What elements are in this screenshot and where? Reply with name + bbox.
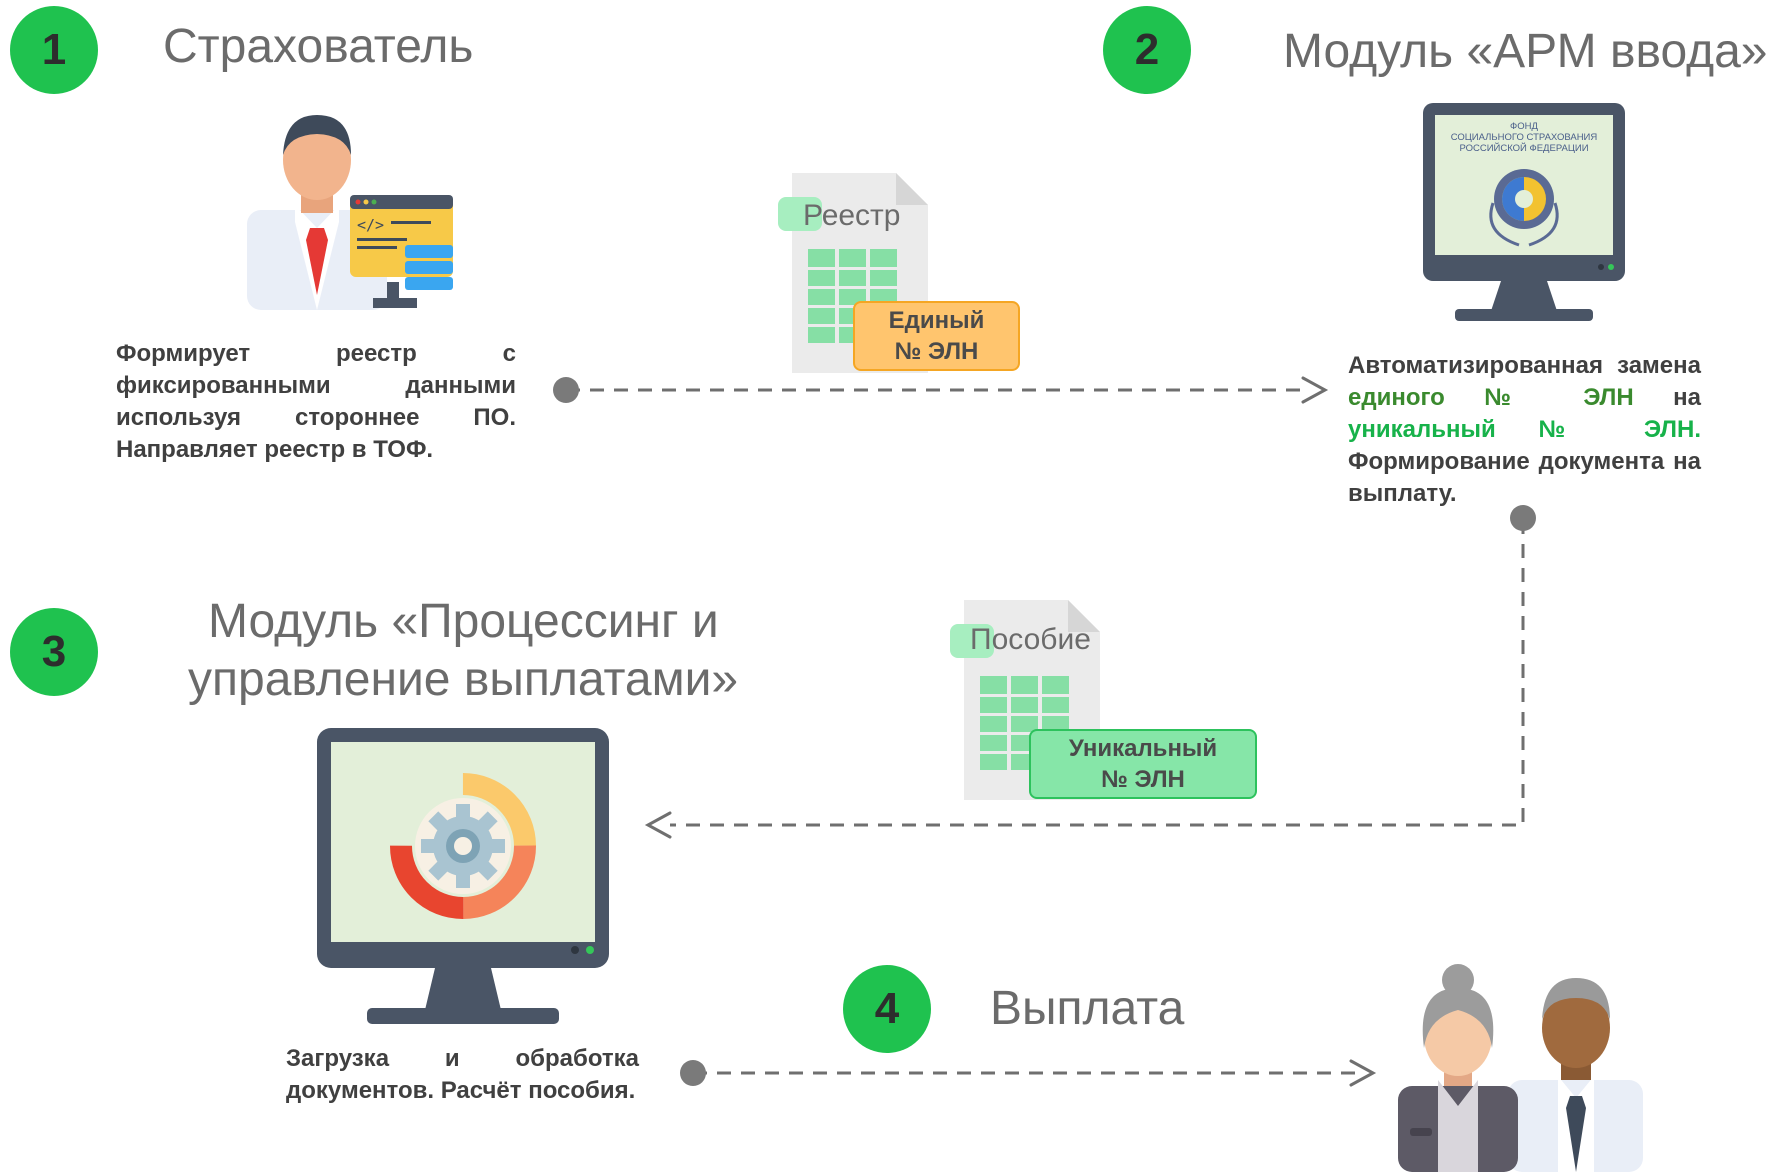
fss-seal-line3: РОССИЙСКОЙ ФЕДЕРАЦИИ [1459,143,1589,154]
step-4-number: 4 [874,984,900,1033]
fss-seal-text: ФОНД СОЦИАЛЬНОГО СТРАХОВАНИЯ РОССИЙСКОЙ … [1445,121,1603,154]
step-1-description: Формирует реестр с фиксированными данным… [116,340,516,463]
step-1-title: Страхователь [163,20,474,73]
person-with-code-window-icon: </> [247,115,453,310]
arrowhead-2 [644,811,672,839]
doc-registry-label: Реестр [803,199,901,232]
step-3-badge: 3 [10,608,98,696]
step-2-title: Модуль «АРМ ввода» [1283,25,1768,78]
arrowhead-1 [1301,376,1329,404]
step-2-desc-highlight-unique: уникальный № ЭЛН. [1348,416,1701,443]
step-2-number: 2 [1134,25,1160,74]
step-4-badge: 4 [843,965,931,1053]
step-3-description: Загрузка и обработка документов. Расчёт … [286,1045,639,1104]
tag-single-eln-line1: Единый [888,307,985,334]
step-2-badge: 2 [1103,6,1191,94]
step-2-desc-part5: Формирование документа на выплату. [1348,448,1701,507]
step-2-desc-part3: на [1633,384,1701,411]
connector-dot-2 [1510,505,1536,531]
arrowhead-3 [1349,1059,1377,1087]
arrow-2-to-3 [670,520,1525,827]
processing-monitor-icon [317,728,609,1024]
step-2-description: Автоматизированная замена единого № ЭЛН … [1348,350,1701,510]
tag-unique-eln-line1: Уникальный [1068,735,1218,762]
step-2-desc-part1: Автоматизированная замена [1348,352,1701,379]
step-2-desc-highlight-single: единого № ЭЛН [1348,384,1634,411]
doc-benefit-label: Пособие [970,623,1091,656]
tag-single-eln: Единый № ЭЛН [853,301,1020,371]
step-1-number: 1 [41,25,67,74]
svg-text:</>: </> [357,216,384,234]
fss-seal-line2: СОЦИАЛЬНОГО СТРАХОВАНИЯ [1450,132,1598,143]
tag-unique-eln: Уникальный № ЭЛН [1029,729,1257,799]
fss-seal-line1: ФОНД [1510,121,1538,132]
tag-single-eln-line2: № ЭЛН [894,338,979,365]
step-3-title-line2: управление выплатами» [188,653,739,706]
connector-dot-3 [680,1060,706,1086]
fss-monitor-icon [1423,103,1625,321]
step-3-title-line1: Модуль «Процессинг и [208,595,719,648]
step-1-badge: 1 [10,6,98,94]
connector-dot-1 [553,377,579,403]
pensioners-icon [1398,964,1643,1172]
step-3-number: 3 [41,627,67,676]
step-4-title: Выплата [990,982,1185,1035]
tag-unique-eln-line2: № ЭЛН [1101,766,1185,793]
